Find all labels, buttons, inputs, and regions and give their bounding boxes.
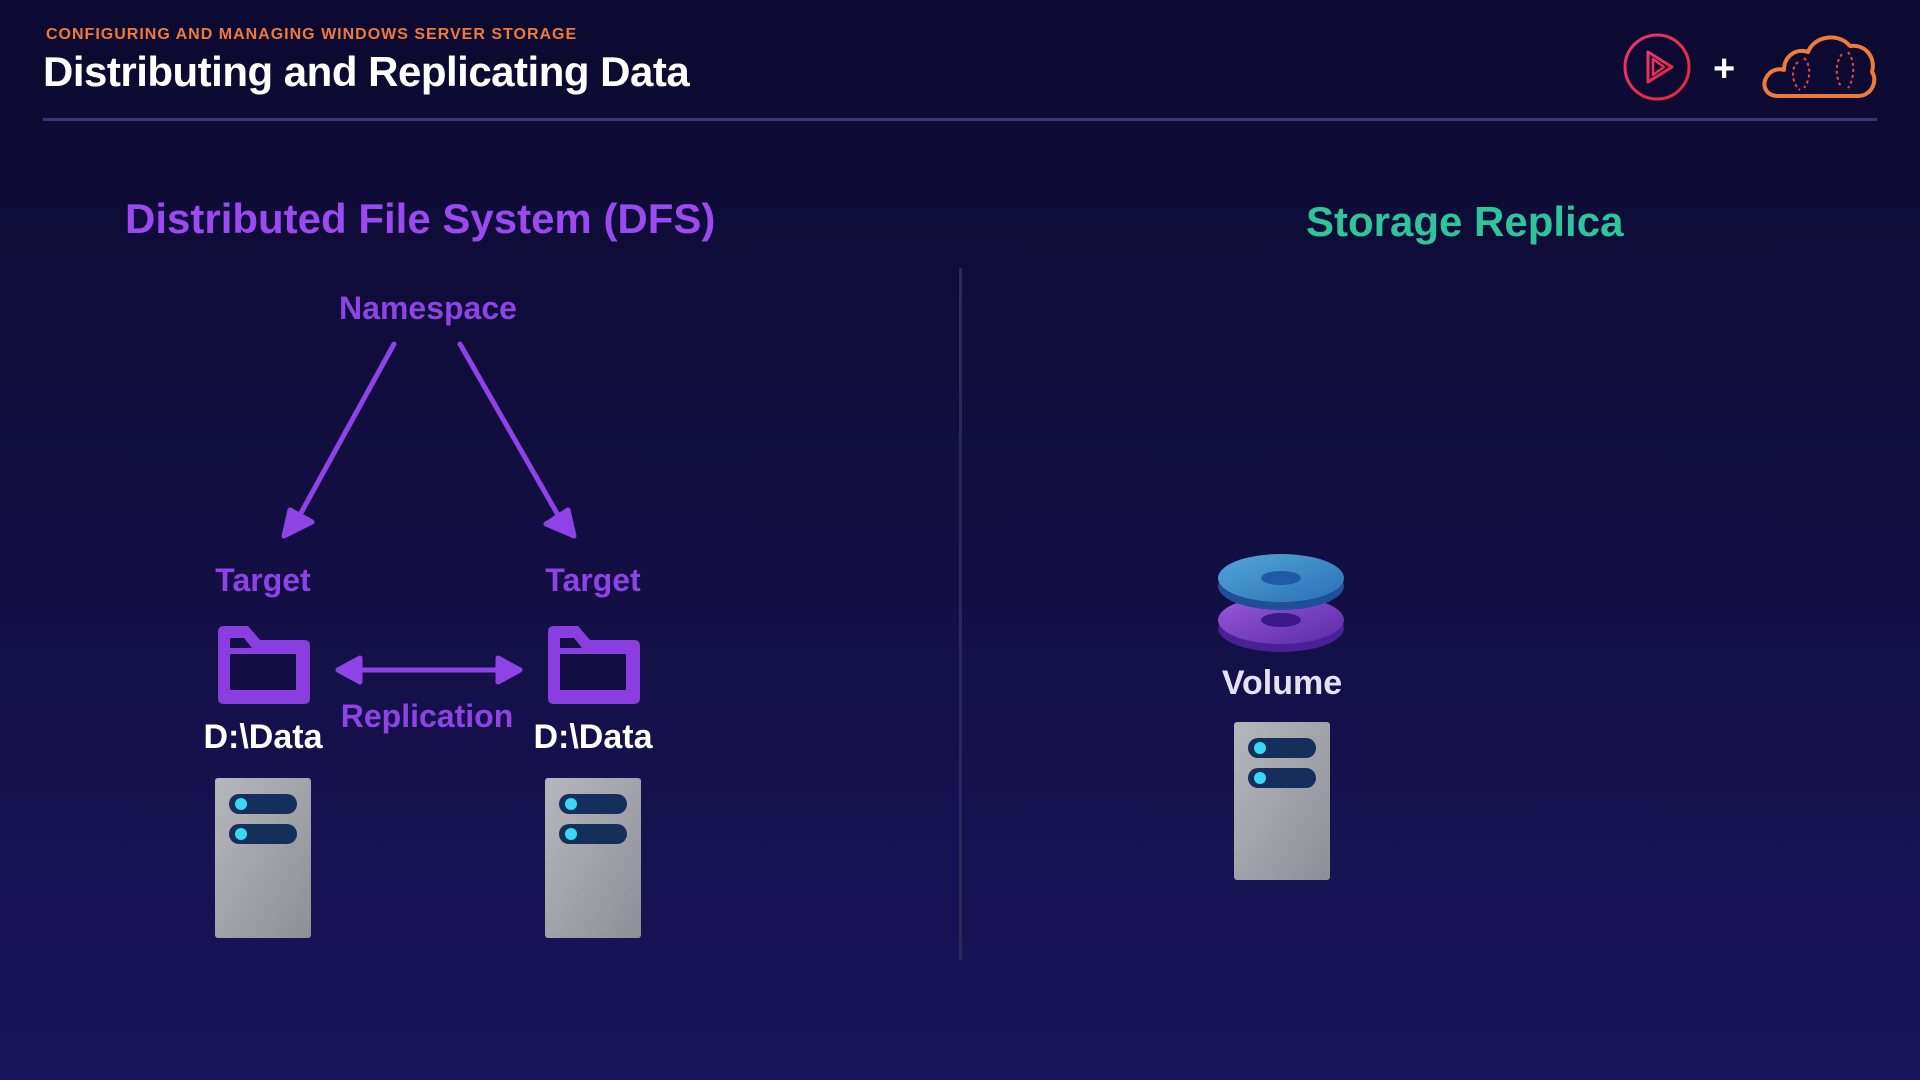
pluralsight-play-icon (1623, 33, 1691, 101)
server-icon (545, 778, 641, 938)
course-eyebrow: CONFIGURING AND MANAGING WINDOWS SERVER … (46, 26, 578, 43)
storage-replica-section-title: Storage Replica (1306, 198, 1624, 245)
folder-icon (548, 626, 640, 704)
server-icon (1234, 722, 1330, 880)
arrow-icon (335, 655, 523, 685)
folder-icon (218, 626, 310, 704)
plus-sign: + (1713, 48, 1736, 90)
section-divider (959, 268, 962, 960)
target-path-right: D:\Data (533, 718, 653, 756)
namespace-label: Namespace (339, 290, 517, 326)
target-label-right: Target (545, 562, 641, 598)
server-icon (215, 778, 311, 938)
arrow-icon (281, 341, 577, 539)
replication-label: Replication (340, 698, 514, 734)
cloud-icon (1762, 35, 1877, 98)
target-label-left: Target (215, 562, 311, 598)
target-path-left: D:\Data (203, 718, 323, 756)
volume-disk-icon (1218, 554, 1344, 652)
header-divider (43, 118, 1877, 121)
page-title: Distributing and Replicating Data (43, 48, 690, 95)
volume-label: Volume (1221, 664, 1343, 702)
dfs-section-title: Distributed File System (DFS) (125, 195, 716, 242)
